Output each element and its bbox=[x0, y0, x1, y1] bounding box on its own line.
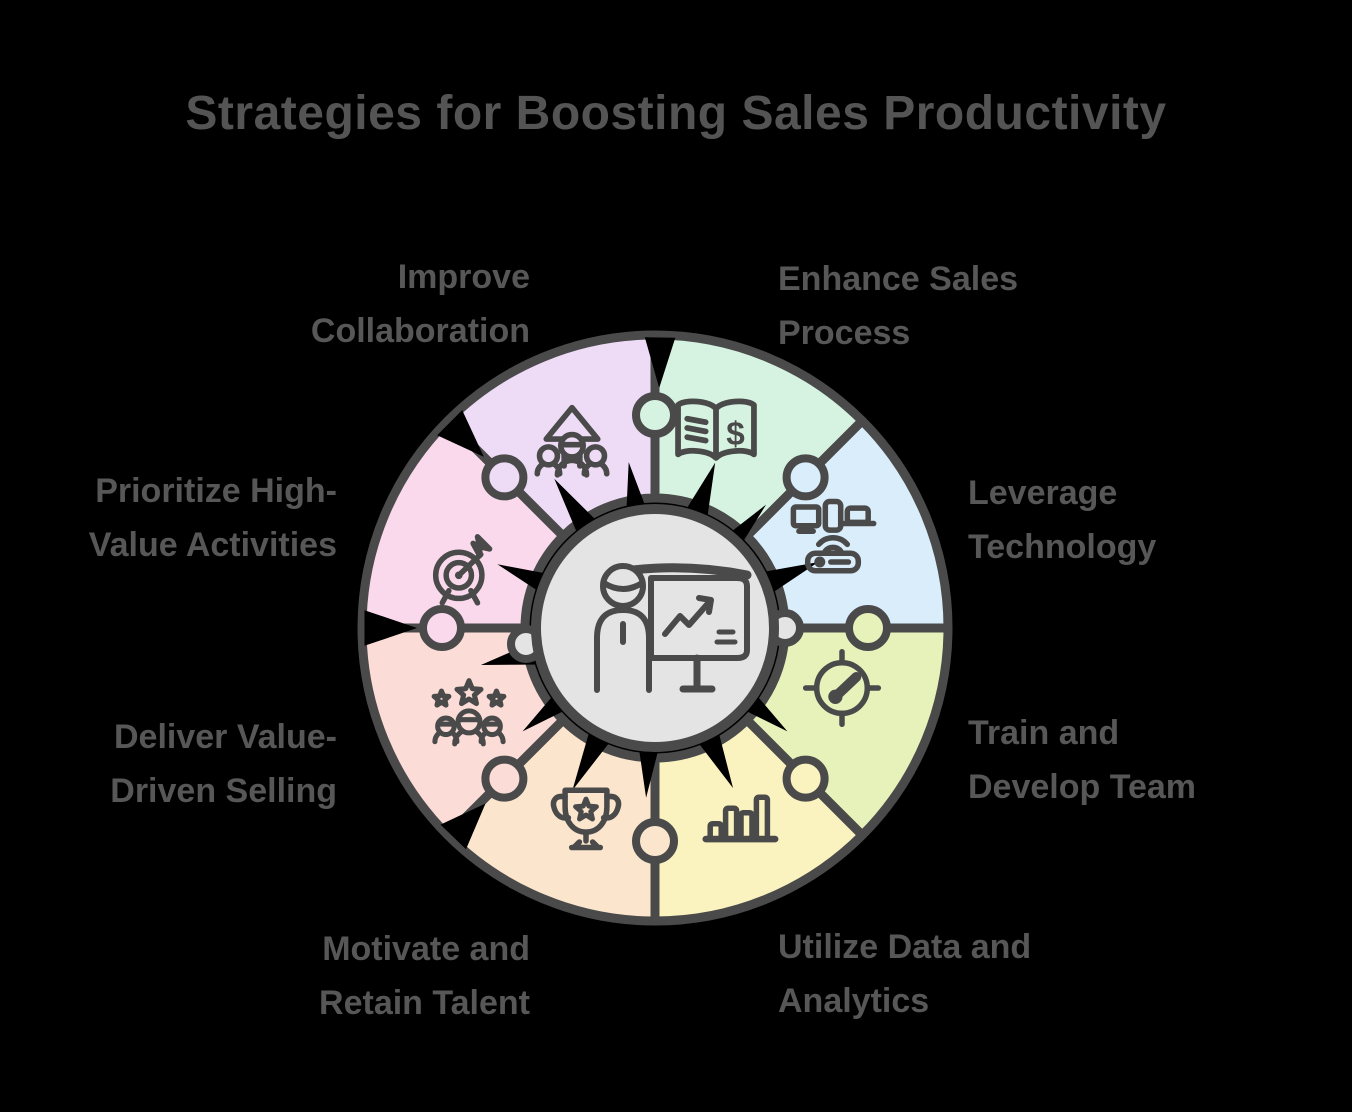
segment-train-develop-team bbox=[742, 623, 953, 840]
label-enhance-sales-process: Enhance Sales Process bbox=[778, 260, 1019, 352]
svg-text:$: $ bbox=[726, 416, 745, 453]
segment-motivate-retain-talent bbox=[443, 715, 660, 926]
label-leverage-technology: Leverage Technology bbox=[968, 474, 1157, 566]
label-train-develop-team: Train and Develop Team bbox=[968, 714, 1197, 806]
sales-playbook-icon: $ bbox=[675, 398, 757, 461]
label-improve-collaboration: Improve Collaboration bbox=[310, 258, 530, 350]
puzzle-knob bbox=[632, 392, 678, 438]
bar-chart-icon bbox=[702, 794, 779, 843]
puzzle-knob bbox=[481, 454, 528, 501]
customer-rating-stars-icon bbox=[431, 678, 507, 747]
puzzle-knob bbox=[632, 818, 678, 864]
puzzle-knob bbox=[782, 454, 829, 501]
label-utilize-data-analytics: Utilize Data and Analytics bbox=[778, 928, 1032, 1020]
puzzle-knob bbox=[845, 605, 891, 651]
label-deliver-value-selling: Deliver Value- Driven Selling bbox=[110, 718, 337, 810]
center-hub bbox=[507, 504, 804, 752]
label-prioritize-high-value: Prioritize High- Value Activities bbox=[88, 472, 337, 564]
gauge-target-icon bbox=[802, 648, 882, 728]
puzzle-knob bbox=[419, 605, 465, 651]
label-motivate-retain-talent: Motivate and Retain Talent bbox=[319, 930, 530, 1022]
team-growth-arrow-icon bbox=[534, 404, 610, 478]
puzzle-knob bbox=[782, 755, 829, 802]
segment-prioritize-high-value bbox=[357, 416, 568, 633]
page-title: Strategies for Boosting Sales Productivi… bbox=[185, 87, 1167, 140]
presenter-at-growth-chart-icon bbox=[594, 563, 752, 693]
devices-network-icon bbox=[790, 498, 877, 574]
puzzle-knob bbox=[481, 755, 528, 802]
target-dart-icon bbox=[432, 534, 493, 606]
trophy-star-icon bbox=[550, 787, 622, 851]
